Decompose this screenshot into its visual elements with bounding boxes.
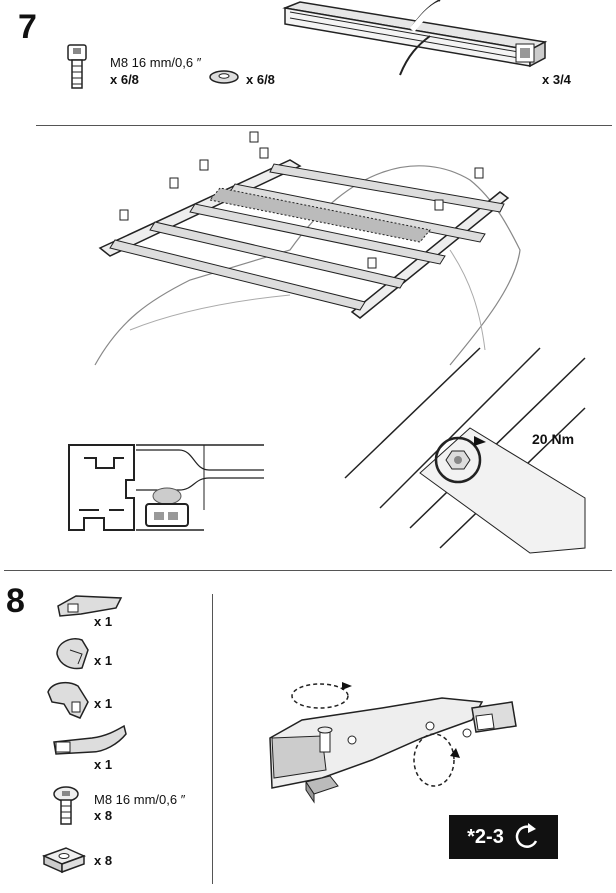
- bolt-qty-label: x 6/8: [110, 72, 139, 87]
- roof-rack-illustration: [94, 131, 521, 366]
- bolt-spec-label: M8 16 mm/0,6 ″: [110, 55, 202, 70]
- curved-cap-part-icon: [53, 724, 127, 755]
- end-cap-installation-illustration: [269, 682, 517, 804]
- part-3-qty: x 1: [94, 696, 113, 711]
- button-bolt-icon: [53, 786, 79, 825]
- torque-value-label: 20 Nm: [532, 431, 575, 447]
- end-cap-part-icon: [57, 595, 123, 617]
- divider-line: [4, 570, 612, 571]
- part-1-qty: x 1: [94, 614, 113, 629]
- rotate-arrow-icon: [515, 823, 537, 848]
- bracket-cap-part-icon: [47, 681, 89, 719]
- square-nut-icon: [41, 847, 87, 874]
- repeat-steps-badge: *2-3: [449, 815, 558, 859]
- washer-icon: [209, 70, 239, 84]
- rail-cross-section-detail: [68, 444, 264, 531]
- step-8-number: 8: [6, 582, 25, 620]
- bolt-qty-label: x 8: [94, 808, 113, 823]
- step-7-number: 7: [18, 8, 37, 46]
- corner-cap-part-icon: [56, 638, 89, 670]
- torque-detail-illustration: [344, 347, 586, 554]
- part-2-qty: x 1: [94, 653, 113, 668]
- vertical-divider: [212, 594, 213, 884]
- washer-qty-label: x 6/8: [246, 72, 275, 87]
- part-4-qty: x 1: [94, 757, 113, 772]
- divider-line: [36, 125, 612, 126]
- nut-qty-label: x 8: [94, 853, 113, 868]
- rail-qty-label: x 3/4: [542, 72, 571, 87]
- bolt-spec-label: M8 16 mm/0,6 ″: [94, 792, 186, 807]
- bolt-icon: [67, 44, 87, 89]
- rail-profile-illustration: [282, 0, 548, 76]
- repeat-steps-label: *2-3: [467, 825, 504, 848]
